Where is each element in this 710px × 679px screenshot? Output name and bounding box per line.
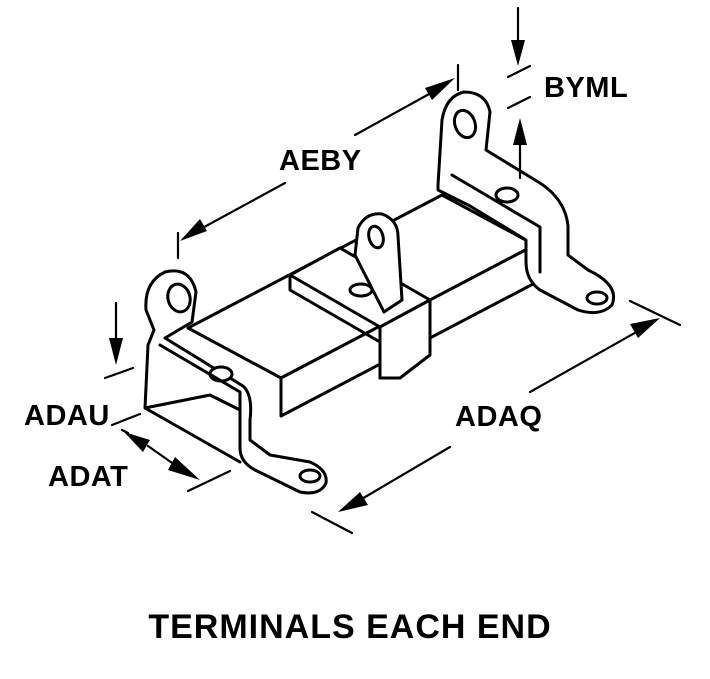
label-aeby: AEBY	[279, 145, 362, 177]
left-terminal	[143, 269, 328, 495]
dimension-adat	[120, 428, 232, 493]
center-terminal-hole	[367, 224, 385, 250]
label-adat: ADAT	[48, 461, 129, 493]
right-bracket	[436, 90, 615, 315]
figure-caption: TERMINALS EACH END	[148, 608, 552, 646]
left-foot-hole	[298, 468, 322, 484]
right-bracket-hole	[494, 186, 520, 204]
label-byml: BYML	[544, 72, 629, 104]
left-bracket-hole	[208, 365, 234, 383]
left-terminal-hole	[166, 282, 192, 314]
left-bracket-fold	[158, 343, 242, 450]
right-bracket-fold	[450, 173, 542, 274]
dimension-byml	[506, 6, 532, 180]
dimension-adau	[103, 301, 142, 427]
right-terminal-hole	[452, 108, 478, 140]
right-foot-hole	[585, 290, 609, 306]
dimension-aeby	[176, 63, 460, 260]
label-adau: ADAU	[24, 400, 110, 432]
left-bracket	[143, 269, 328, 495]
clamp-edge	[288, 273, 382, 380]
dimension-adaq	[310, 299, 682, 535]
center-clamp-hole	[348, 282, 374, 298]
center-terminal-tab	[353, 212, 404, 314]
right-terminal	[436, 90, 615, 315]
left-bracket-base	[143, 406, 242, 464]
label-adaq: ADAQ	[455, 401, 543, 433]
center-clamp	[288, 212, 432, 380]
